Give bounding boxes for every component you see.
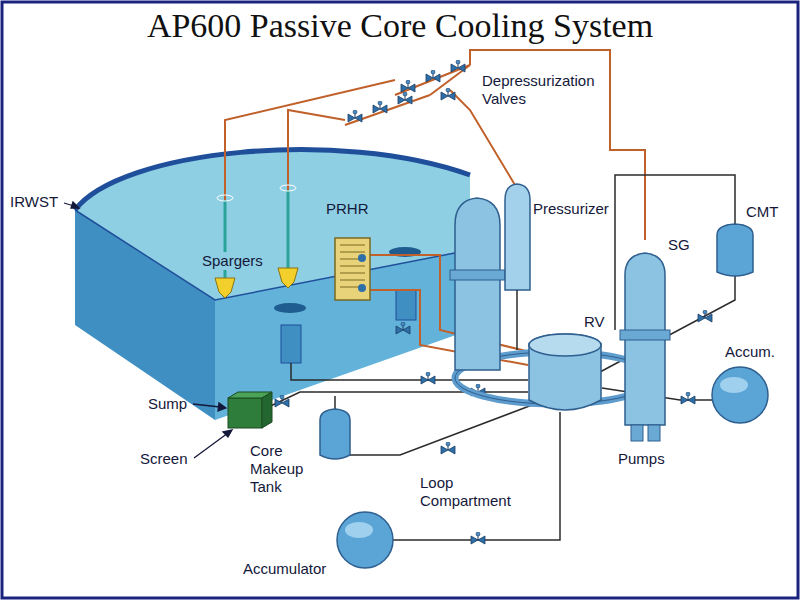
steam-generator-band bbox=[620, 330, 670, 340]
sump-screen bbox=[228, 398, 262, 428]
balance-pipe bbox=[334, 396, 336, 410]
sparger-pipe bbox=[287, 190, 290, 268]
component-label: Core Makeup Tank bbox=[250, 442, 316, 496]
steam-generator-band bbox=[450, 270, 505, 280]
component-label: Pressurizer bbox=[533, 200, 609, 218]
highlight bbox=[345, 522, 373, 538]
nozzle bbox=[358, 254, 366, 262]
component-label: SG bbox=[668, 236, 690, 254]
component-label: Depressurization Valves bbox=[482, 72, 632, 108]
valve bbox=[373, 101, 387, 113]
component-label: PRHR bbox=[326, 200, 369, 218]
pressurizer bbox=[505, 184, 530, 290]
component-label: Accum. bbox=[725, 343, 775, 361]
component-label: RV bbox=[584, 313, 605, 331]
prhr-tubes bbox=[340, 245, 365, 287]
tank-opening bbox=[274, 303, 306, 313]
diagram-title: AP600 Passive Core Cooling System bbox=[0, 6, 800, 46]
component-label: Sump bbox=[148, 395, 187, 413]
nozzle bbox=[358, 284, 366, 292]
leader-arrows bbox=[64, 202, 232, 458]
sump-screen bbox=[262, 392, 272, 428]
valve bbox=[348, 110, 362, 122]
highlight bbox=[720, 377, 748, 393]
valve bbox=[401, 80, 415, 92]
valve bbox=[441, 88, 455, 100]
valve bbox=[421, 372, 435, 384]
valve-header bbox=[395, 65, 470, 95]
water-ripple bbox=[280, 185, 296, 191]
sparger bbox=[278, 268, 298, 288]
valve bbox=[451, 60, 465, 72]
water-ripple bbox=[217, 195, 233, 201]
tank-drain bbox=[281, 325, 301, 363]
valve bbox=[398, 92, 412, 104]
pump bbox=[631, 425, 643, 441]
valve bbox=[681, 392, 695, 404]
component-label: Spargers bbox=[200, 252, 265, 270]
tank-drain bbox=[396, 290, 416, 320]
pump bbox=[648, 425, 660, 441]
valve bbox=[426, 70, 440, 82]
tank-rim bbox=[75, 150, 470, 210]
component-label: CMT bbox=[746, 203, 779, 221]
component-label: IRWST bbox=[10, 193, 58, 211]
sparger bbox=[215, 278, 235, 298]
prhr-heat-exchanger bbox=[335, 238, 370, 300]
injection-pipe bbox=[393, 412, 560, 540]
core-makeup-tank bbox=[320, 409, 350, 459]
valve bbox=[698, 310, 712, 322]
injection-pipe bbox=[350, 402, 540, 455]
component-label: Pumps bbox=[618, 450, 665, 468]
component-label: Loop Compartment bbox=[420, 474, 512, 510]
steam-generator bbox=[455, 198, 500, 370]
core-makeup-tank bbox=[717, 224, 753, 276]
reactor-vessel bbox=[529, 334, 601, 356]
valve bbox=[471, 532, 485, 544]
valve bbox=[275, 395, 289, 407]
valve bbox=[396, 322, 410, 334]
reactor-vessel-head bbox=[529, 334, 601, 356]
accumulator-tank bbox=[337, 512, 393, 568]
component-label: Screen bbox=[140, 450, 188, 468]
valve bbox=[441, 442, 455, 454]
tank-wall bbox=[75, 210, 215, 420]
surge-line bbox=[516, 290, 518, 350]
accumulator-tank bbox=[712, 367, 768, 423]
valve-header bbox=[345, 95, 430, 125]
component-label: Accumulator bbox=[243, 560, 326, 578]
